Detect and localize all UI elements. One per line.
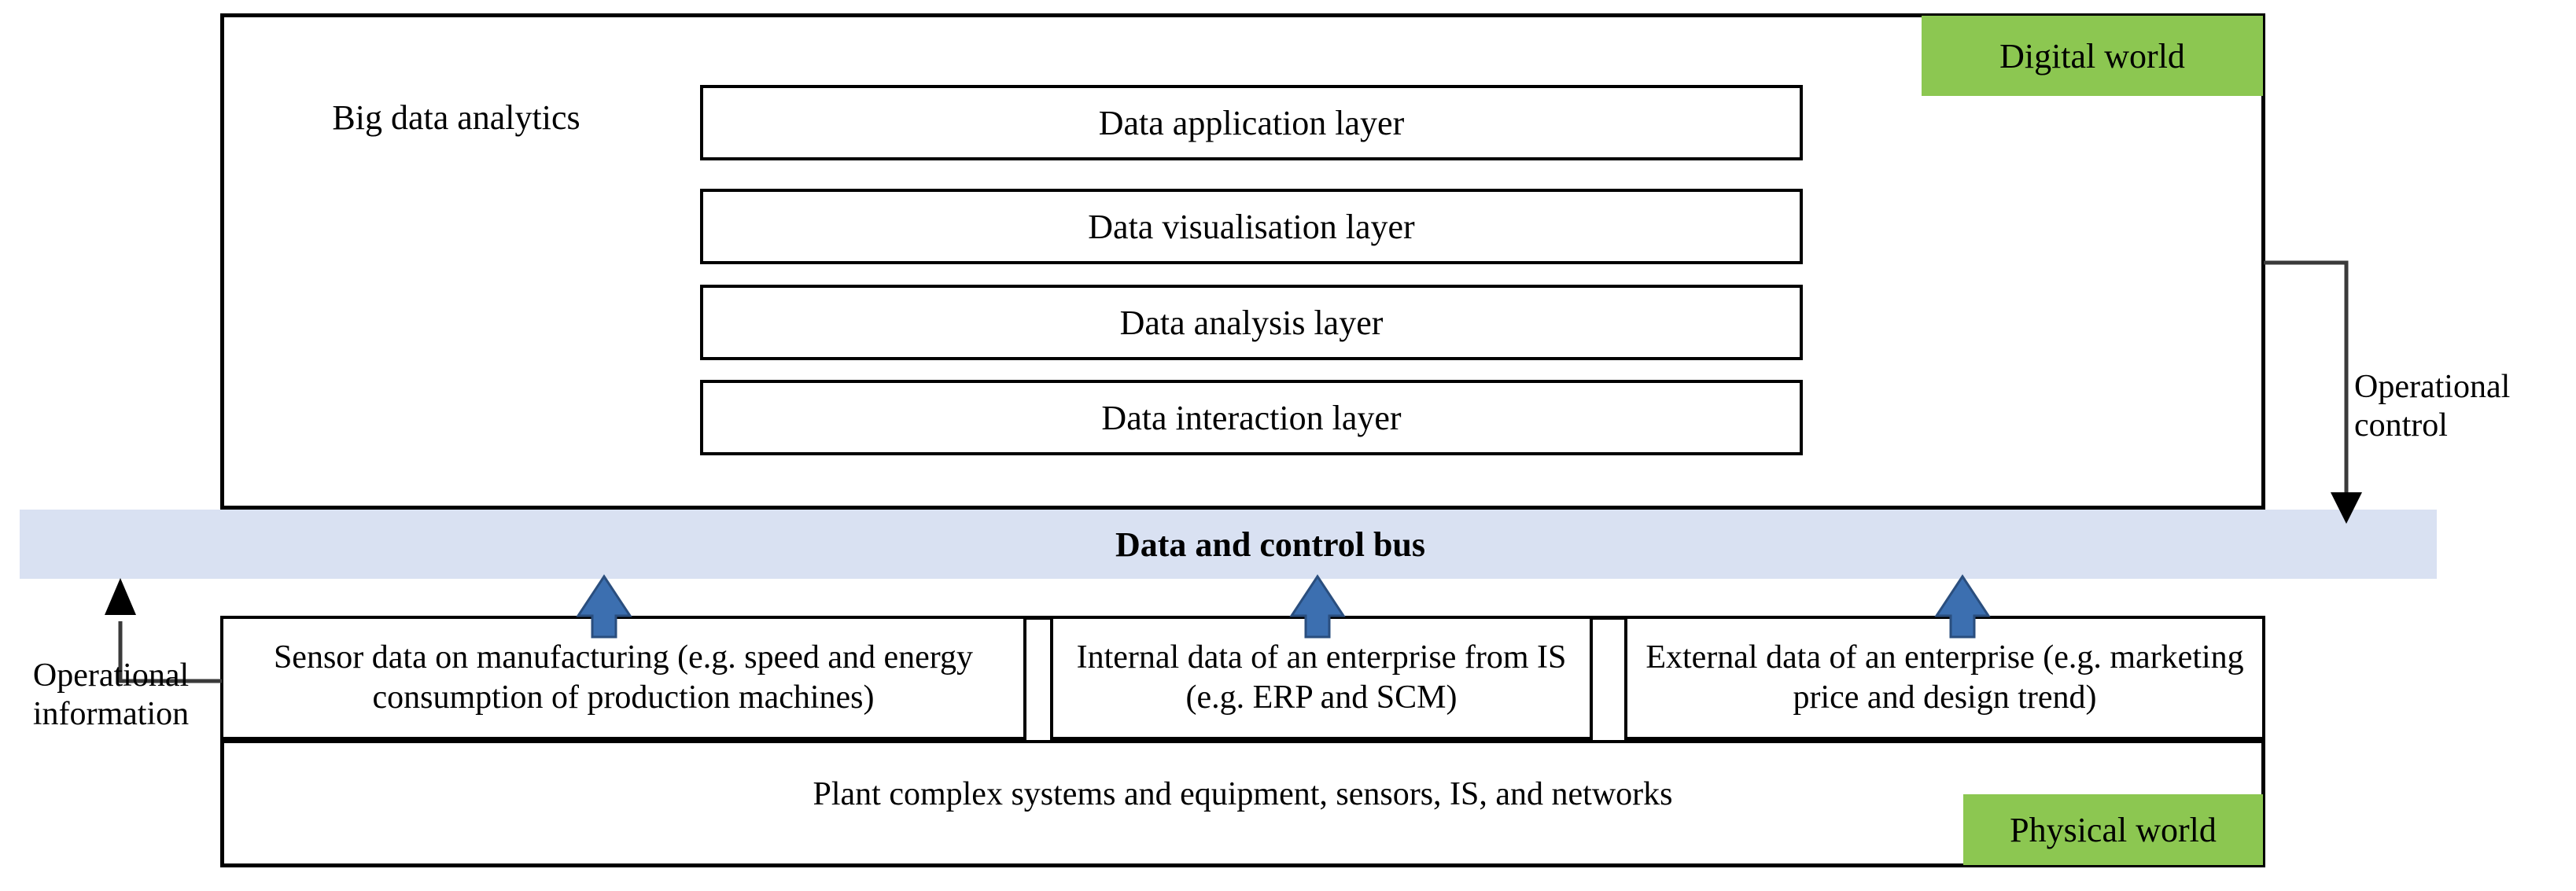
layer-label: Data interaction layer xyxy=(1101,398,1402,437)
data-and-control-bus: Data and control bus xyxy=(20,510,2437,579)
data-and-control-bus-label: Data and control bus xyxy=(1115,525,1426,564)
operational-information-line2: information xyxy=(32,695,190,732)
source-box-internal-data: Internal data of an enterprise from IS (… xyxy=(1050,616,1593,740)
layer-box-data-visualisation: Data visualisation layer xyxy=(700,189,1803,264)
operational-information-line1: Operational xyxy=(32,657,190,694)
arrow-operational-control xyxy=(2264,260,2362,524)
source-label: Sensor data on manufacturing (e.g. speed… xyxy=(273,639,974,716)
operational-control-line2: control xyxy=(2354,407,2448,444)
source-label: Internal data of an enterprise from IS (… xyxy=(1076,639,1567,716)
physical-world-tag: Physical world xyxy=(1963,794,2263,865)
plant-complex-strip: Plant complex systems and equipment, sen… xyxy=(220,740,2265,867)
operational-control-label: Operational control xyxy=(2354,368,2574,444)
layer-box-data-interaction: Data interaction layer xyxy=(700,380,1803,455)
layer-label: Data visualisation layer xyxy=(1088,207,1415,246)
source-box-external-data: External data of an enterprise (e.g. mar… xyxy=(1624,616,2265,740)
layer-box-data-application: Data application layer xyxy=(700,85,1803,160)
layer-label: Data analysis layer xyxy=(1119,303,1384,342)
source-box-sensor-data: Sensor data on manufacturing (e.g. speed… xyxy=(220,616,1026,740)
operational-control-line1: Operational xyxy=(2354,369,2511,405)
big-data-analytics-label: Big data analytics xyxy=(332,98,580,137)
digital-world-tag: Digital world xyxy=(1922,16,2263,96)
plant-complex-label: Plant complex systems and equipment, sen… xyxy=(813,776,1673,812)
layer-box-data-analysis: Data analysis layer xyxy=(700,285,1803,360)
operational-information-label: Operational information xyxy=(5,657,217,733)
layer-label: Data application layer xyxy=(1098,103,1405,142)
source-label: External data of an enterprise (e.g. mar… xyxy=(1645,639,2244,716)
